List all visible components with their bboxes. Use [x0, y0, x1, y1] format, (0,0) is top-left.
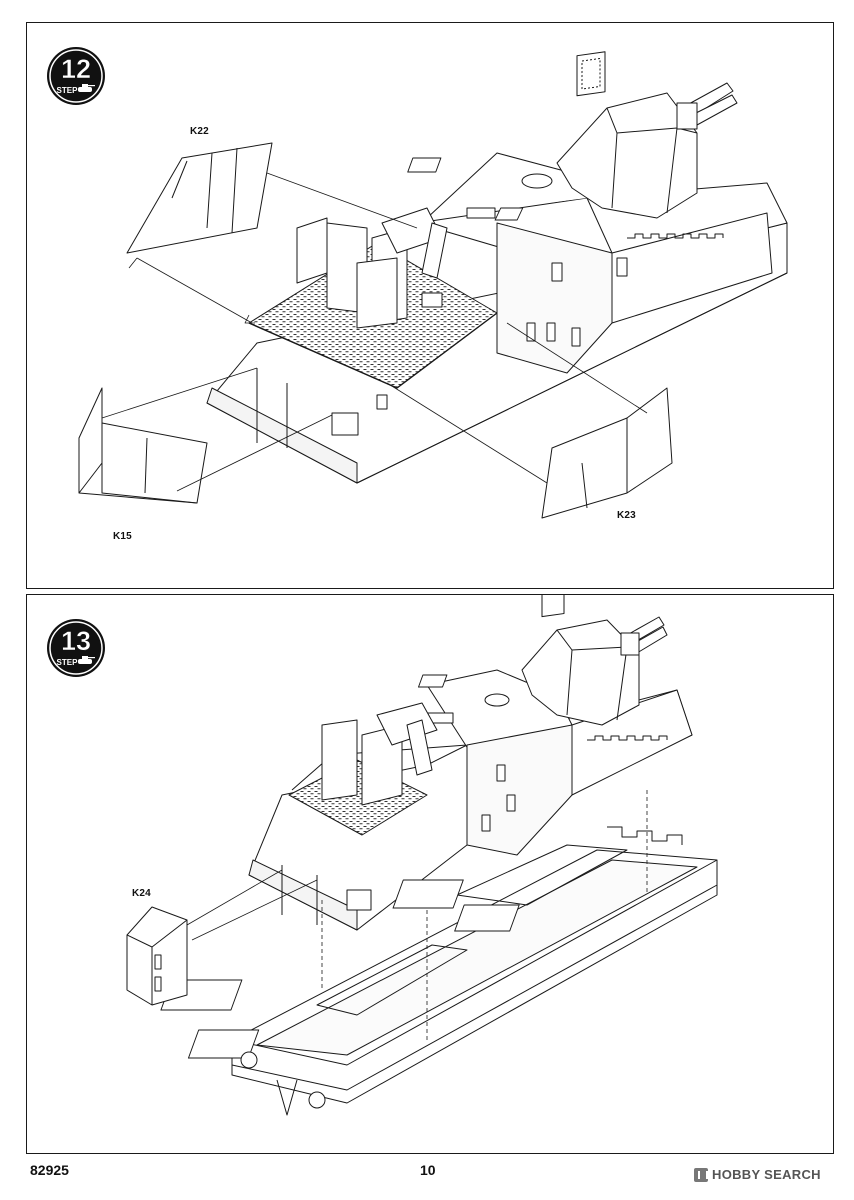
- part-k22: [126, 142, 273, 254]
- page-number: 10: [420, 1162, 436, 1178]
- tank-icon: [78, 656, 95, 664]
- part-k15: [78, 387, 208, 504]
- turret: [556, 51, 738, 219]
- flak-gun: [321, 702, 438, 806]
- document-code: 82925: [30, 1162, 69, 1178]
- assembly-lines: [186, 790, 648, 1040]
- step-13-panel: 13 STEP: [26, 594, 834, 1154]
- step-13-badge: 13 STEP: [47, 619, 105, 677]
- watermark-text: HOBBY SEARCH: [712, 1167, 821, 1182]
- part-k23: [541, 387, 673, 519]
- part-label-k24: K24: [132, 888, 151, 899]
- turret: [521, 595, 668, 726]
- step-number: 13: [61, 626, 91, 656]
- part-label-k23: K23: [617, 510, 636, 521]
- step-word: STEP: [57, 86, 79, 95]
- step-number: 12: [61, 54, 91, 84]
- step-13-drawing: [126, 595, 718, 1116]
- step-12-panel: 12 STEP: [26, 22, 834, 589]
- step-12-drawing: [78, 51, 788, 519]
- part-k24: [126, 906, 188, 1006]
- flatcar-chassis: [160, 826, 718, 1116]
- step-12-badge: 12 STEP: [47, 47, 105, 105]
- hobby-search-logo-icon: [694, 1167, 708, 1182]
- assembly-lines: [101, 172, 648, 492]
- part-label-k22: K22: [190, 126, 209, 137]
- step-word: STEP: [57, 658, 79, 667]
- flak-gun: [296, 207, 448, 329]
- watermark: HOBBY SEARCH: [694, 1167, 821, 1182]
- part-label-k15: K15: [113, 531, 132, 542]
- tank-icon: [78, 84, 95, 92]
